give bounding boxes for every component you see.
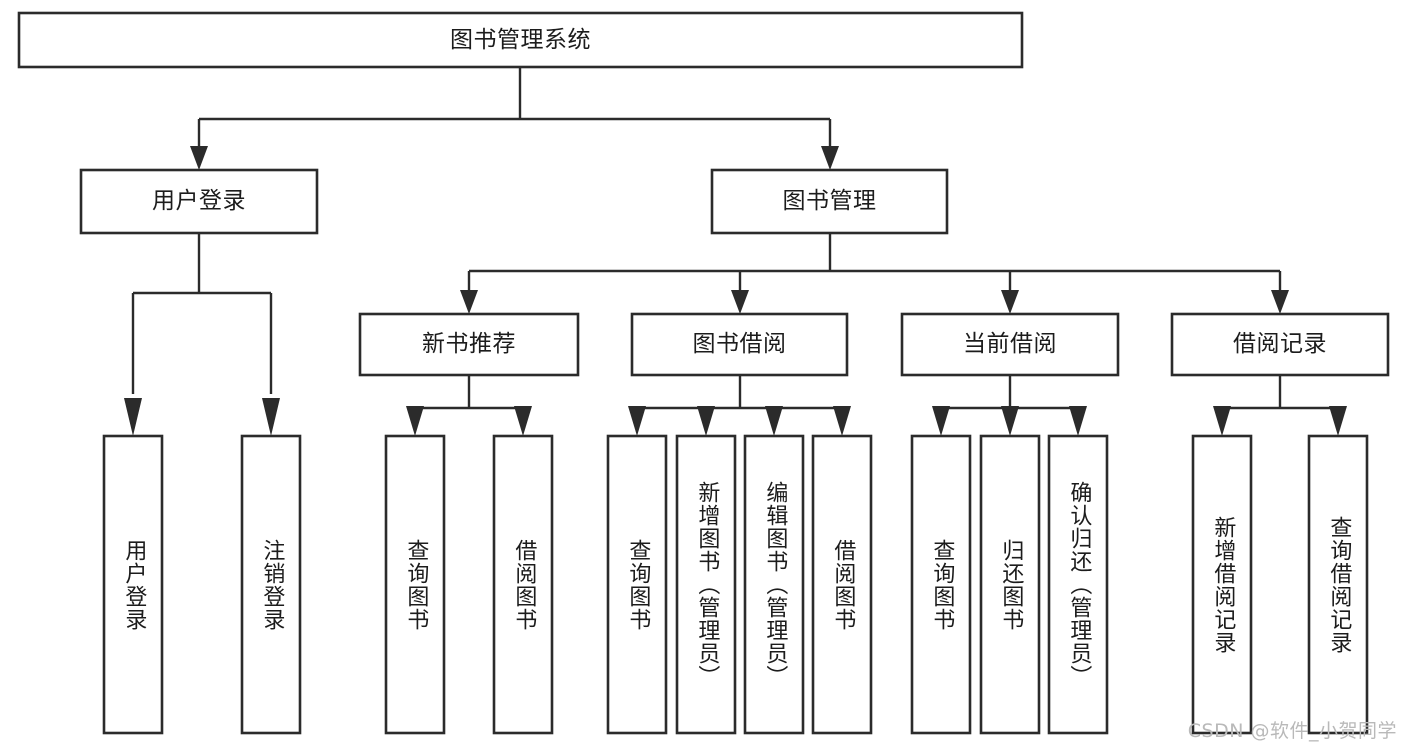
- arrowhead-current-borrow: [1001, 290, 1019, 314]
- arrowhead-leaf-borrowrecords-2: [1329, 406, 1347, 436]
- arrowhead-leaf-bookborrow-3: [765, 406, 783, 436]
- node-box-new-book-recommend[interactable]: [358, 312, 580, 377]
- arrowhead-leaf-bookborrow-4: [833, 406, 851, 436]
- arrowhead-leaf-user-login-1: [124, 398, 142, 436]
- leaf-box-user-login-2[interactable]: [240, 434, 302, 735]
- leaf-box-bookborrow-1[interactable]: [606, 434, 668, 735]
- connector-group-borrow-records: [1213, 375, 1347, 436]
- arrowhead-leaf-currentborrow-1: [932, 406, 950, 436]
- node-box-book-management[interactable]: [710, 168, 949, 235]
- arrowhead-leaf-currentborrow-3: [1069, 406, 1087, 436]
- leaf-box-currentborrow-1[interactable]: [910, 434, 972, 735]
- leaf-box-bookborrow-4[interactable]: [811, 434, 873, 735]
- connector-group-user-login: [124, 233, 280, 436]
- arrowhead-leaf-newbook-2: [514, 406, 532, 436]
- leaf-box-borrowrecords-1[interactable]: [1191, 434, 1253, 735]
- arrowhead-user-login: [190, 146, 208, 170]
- connector-group-current-borrow: [932, 375, 1087, 436]
- leaf-box-currentborrow-3[interactable]: [1047, 434, 1109, 735]
- arrowhead-borrow-records: [1271, 290, 1289, 314]
- leaf-box-currentborrow-2[interactable]: [979, 434, 1041, 735]
- leaf-box-bookborrow-3[interactable]: [743, 434, 805, 735]
- arrowhead-leaf-currentborrow-2: [1001, 406, 1019, 436]
- arrowhead-leaf-user-login-2: [262, 398, 280, 436]
- arrowhead-leaf-bookborrow-1: [628, 406, 646, 436]
- arrowhead-book-mgmt: [821, 146, 839, 170]
- connector-group-new-book-recommend: [406, 375, 532, 436]
- arrowhead-leaf-bookborrow-2: [697, 406, 715, 436]
- leaf-box-borrowrecords-2[interactable]: [1307, 434, 1369, 735]
- node-box-borrow-records[interactable]: [1170, 312, 1390, 377]
- leaf-box-user-login-1[interactable]: [102, 434, 164, 735]
- arrowhead-leaf-borrowrecords-1: [1213, 406, 1231, 436]
- leaf-box-bookborrow-2[interactable]: [675, 434, 737, 735]
- connector-group-root: [190, 67, 839, 170]
- node-box-current-borrow[interactable]: [900, 312, 1120, 377]
- leaf-box-newbook-2[interactable]: [492, 434, 554, 735]
- node-box-user-login[interactable]: [79, 168, 319, 235]
- arrowhead-new-book-recommend: [460, 290, 478, 314]
- connector-group-book-borrow: [628, 375, 851, 436]
- connector-group-book-mgmt: [460, 233, 1289, 314]
- arrowhead-leaf-newbook-1: [406, 406, 424, 436]
- leaf-box-newbook-1[interactable]: [384, 434, 446, 735]
- node-box-book-borrow[interactable]: [630, 312, 849, 377]
- arrowhead-book-borrow: [731, 290, 749, 314]
- node-box-root[interactable]: [17, 11, 1024, 69]
